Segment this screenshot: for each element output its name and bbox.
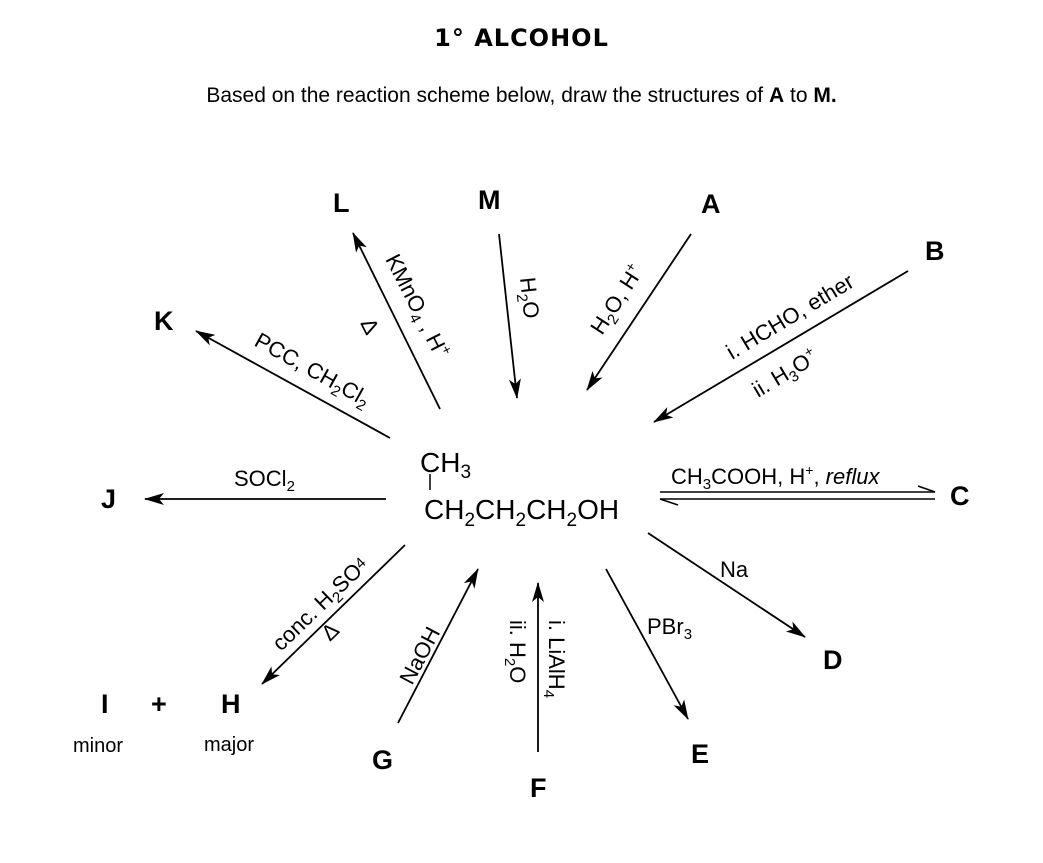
instruction-text: Based on the reaction scheme below, draw… [0,84,1043,108]
arrow-to-E [605,568,689,720]
product-F: F [530,773,547,803]
main-chain: CH2CH2CH2OH [424,494,619,531]
arrow-to-K [195,330,391,439]
arrow-from-A [586,233,692,391]
equilibrium-arrow-C [659,485,936,506]
reagent-E: PBr3 [647,614,692,643]
product-I: I [101,689,109,719]
product-J: J [101,484,116,514]
page-title: 1° ALCOHOL [434,24,609,52]
reagent-J: SOCl2 [234,466,295,495]
plus-sign: + [151,689,167,719]
reagent-G: NaOH [394,623,445,689]
product-C: C [950,481,970,511]
reagent-M: H2O [511,276,544,320]
product-M: M [478,185,501,215]
reagent-D: Na [720,557,749,582]
product-L: L [333,188,350,218]
arrow-to-H [261,544,406,685]
minor-note: minor [73,735,123,757]
reagent-C: CH3COOH, H+, reflux [671,462,880,493]
heat-symbol-H: Δ [316,617,344,645]
arrow-to-L [352,232,441,410]
methyl-group: CH3 [420,447,471,483]
product-A: A [701,189,721,219]
instruction-prefix: Based on the reaction scheme below, draw… [206,84,769,107]
product-H: H [221,689,241,719]
reagent-H: conc. H2SO4 [267,552,376,658]
instruction-end: M. [813,84,837,107]
heat-symbol-L: Δ [356,314,385,339]
reagent-F-line1: i. LiAlH4 [540,620,569,698]
arrow-to-D [647,532,806,638]
arrow-from-M [498,233,521,399]
product-E: E [691,739,709,769]
arrow-from-G [397,568,479,724]
reagent-B-line1: i. HCHO, ether [722,269,859,365]
instruction-start: A [768,84,785,107]
product-B: B [925,236,945,266]
center-molecule: CH3 CH2CH2CH2OH [420,447,619,531]
instruction-mid: to [784,84,814,107]
arrow-from-B [653,270,909,423]
product-K: K [154,306,174,336]
reagent-B-line2: ii. H3O+ [747,342,824,405]
product-G: G [372,745,393,775]
reagent-A: H2O, H+ [584,259,652,341]
major-note: major [204,734,254,756]
reagent-F-line2: ii. H2O [501,620,530,683]
product-D: D [823,645,843,675]
